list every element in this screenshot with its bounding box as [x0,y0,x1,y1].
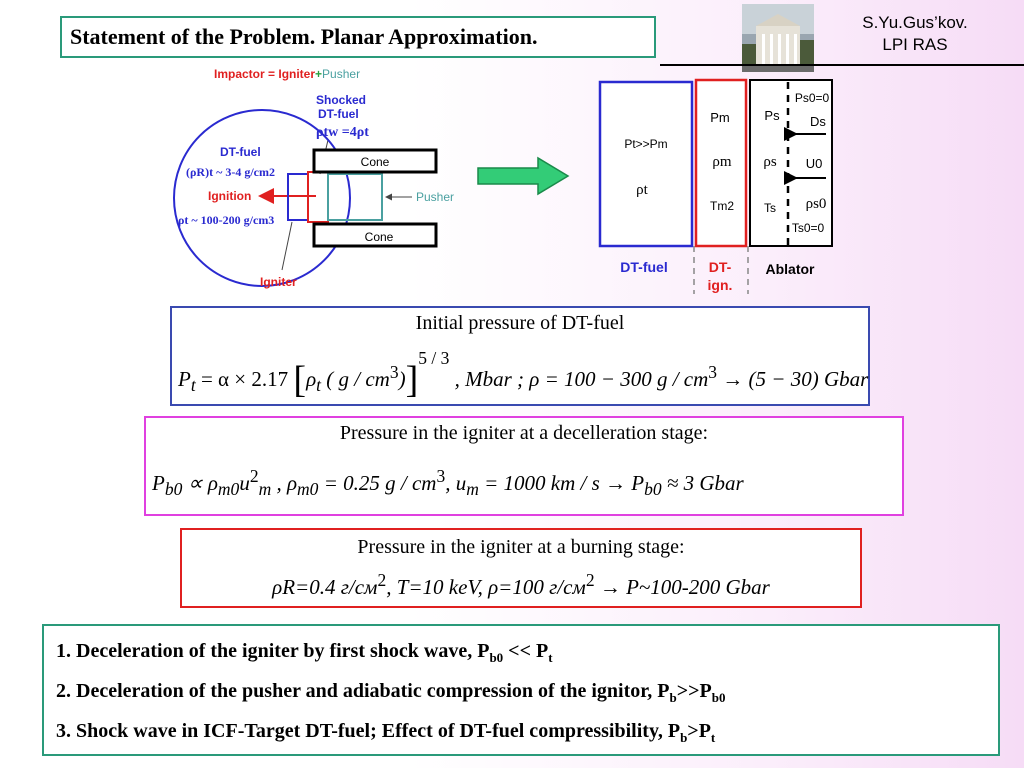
pusher-region [327,173,383,221]
dt-ign-region [694,78,748,248]
dt-fuel-region [598,80,694,248]
impactor-header: Impactor = Igniter+Pusher [214,67,360,81]
deceleration-title: Pressure in the igniter at a decellerati… [339,422,709,444]
impactor-diagram: Impactor = Igniter+Pusher Shocked DT-fue… [173,67,454,289]
planar-diagram: Pt>>Pm ρt Pm ρm Tm2 Ps ρs Ts Ps0=0 Ds U0… [598,78,833,294]
cone-bottom-label: Cone [365,230,394,244]
initial-pressure-equation: Pt = α × 2.17 [ρt ( g / cm3)]5 / 3 , Mba… [178,348,869,401]
pm-label: Pm [710,110,730,125]
conclusion-item: 1. Deceleration of the igniter by first … [56,640,553,665]
igniter-label: Igniter [260,275,297,289]
author-name: S.Yu.Gus’kov. [862,13,968,32]
institute-photo [742,4,814,72]
ts0-label: Ts0=0 [792,221,825,235]
author-institute: LPI RAS [882,35,948,54]
cone-bottom [312,222,438,248]
rho-s0-label: ρs0 [806,196,827,212]
target-circle [173,109,351,287]
author-block: S.Yu.Gus’kov. LPI RAS [820,12,1010,56]
u0-label: U0 [806,156,823,171]
ignition-label: Ignition [208,189,251,203]
cone-top-label: Cone [361,155,390,169]
rho-t-right: ρt [636,182,648,198]
dt-ign-label-1: DT- [709,259,732,275]
deceleration-pressure-box: Pressure in the igniter at a decellerati… [144,416,904,516]
rho-r-label: (ρR)t ~ 3-4 g/cm2 [186,165,275,179]
conclusion-item: 3. Shock wave in ICF-Target DT-fuel; Eff… [56,720,716,745]
initial-pressure-title: Initial pressure of DT-fuel [415,312,625,334]
pusher-label: Pusher [416,190,454,204]
ps-label: Ps [764,108,780,123]
transition-arrow-icon [477,156,570,196]
tm2-label: Tm2 [710,199,734,213]
rho-m-label: ρm [712,154,731,170]
rho-t-label: ρt ~ 100-200 g/cm3 [178,213,274,227]
burning-pressure-box: Pressure in the igniter at a burning sta… [180,528,862,608]
ablator-label: Ablator [766,261,816,277]
initial-pressure-box: Initial pressure of DT-fuel Pt = α × 2.1… [170,306,870,406]
slide-title: Statement of the Problem. Planar Approxi… [60,16,656,58]
shocked-fuel-label: DT-fuel [318,107,359,121]
rho-s-label: ρs [763,154,776,170]
ts-label: Ts [764,201,776,215]
ablator-region [749,79,833,247]
burning-equation: ρR=0.4 г/см2, T=10 keV, ρ=100 г/см2 → P~… [272,570,770,599]
ps0-label: Ps0=0 [795,91,830,105]
conclusions-box: 1. Deceleration of the igniter by first … [42,624,1000,756]
rho-tw-label: ρtw =4ρt [316,125,369,140]
dt-fuel-label: DT-fuel [220,145,261,159]
cone-top [312,148,438,174]
burning-title: Pressure in the igniter at a burning sta… [357,536,685,558]
shocked-label: Shocked [316,93,366,107]
author-divider [660,64,1024,66]
dt-ign-label-2: ign. [708,277,733,293]
conclusion-item: 2. Deceleration of the pusher and adiaba… [56,680,726,705]
ds-label: Ds [810,114,826,129]
deceleration-equation: Pb0 ∝ ρm0u2m , ρm0 = 0.25 g / cm3, um = … [152,466,744,500]
pt-pm-label: Pt>>Pm [624,137,667,151]
dt-fuel-region-label: DT-fuel [620,259,667,275]
